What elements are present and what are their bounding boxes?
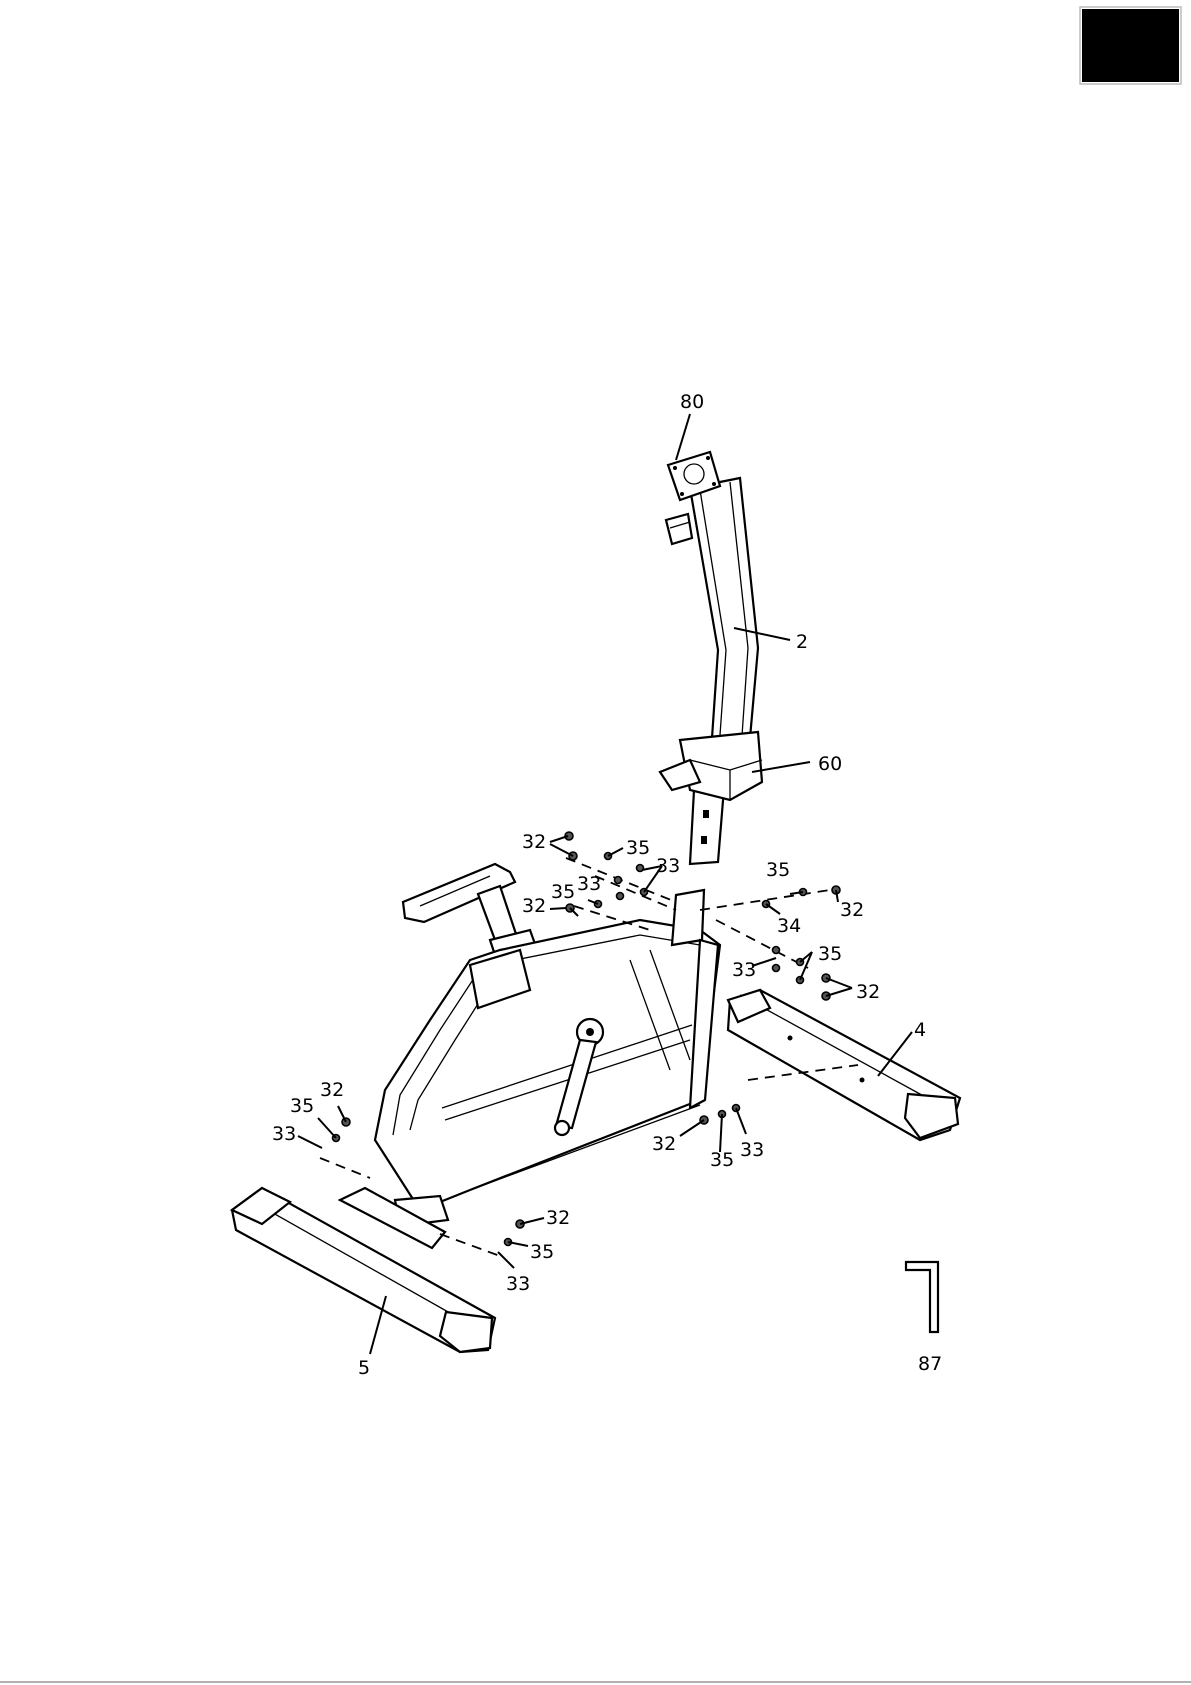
front-stabilizer [232,1188,495,1352]
callout-32: 32 [522,831,546,853]
callout-labels: 80 2 60 32 35 33 33 32 35 35 32 34 35 33… [272,391,942,1379]
callout-33: 33 [656,855,680,877]
main-frame [375,890,720,1226]
callout-33: 33 [506,1273,530,1295]
callout-35: 35 [710,1149,734,1171]
callout-60: 60 [818,753,842,775]
callout-32: 32 [652,1133,676,1155]
callout-35: 35 [551,881,575,903]
callout-33: 33 [740,1139,764,1161]
callout-32: 32 [840,899,864,921]
callout-2: 2 [796,631,808,653]
handlebar-post [666,452,758,864]
callout-35: 35 [290,1095,314,1117]
callout-35: 35 [766,859,790,881]
callout-32: 32 [546,1207,570,1229]
callout-87: 87 [918,1353,942,1375]
callout-32: 32 [320,1079,344,1101]
cable-clip [666,514,692,544]
callout-33: 33 [732,959,756,981]
callout-33: 33 [577,873,601,895]
callout-80: 80 [680,391,704,413]
callout-33: 33 [272,1123,296,1145]
allen-key [906,1262,938,1332]
callout-34: 34 [777,915,801,937]
callout-4: 4 [914,1019,926,1041]
callout-32: 32 [522,895,546,917]
callout-35: 35 [818,943,842,965]
callout-5: 5 [358,1357,370,1379]
callout-35: 35 [626,837,650,859]
callout-35: 35 [530,1241,554,1263]
post-cover [660,732,762,800]
corner-tab [1082,9,1179,82]
rear-stabilizer [728,990,960,1140]
callout-32: 32 [856,981,880,1003]
